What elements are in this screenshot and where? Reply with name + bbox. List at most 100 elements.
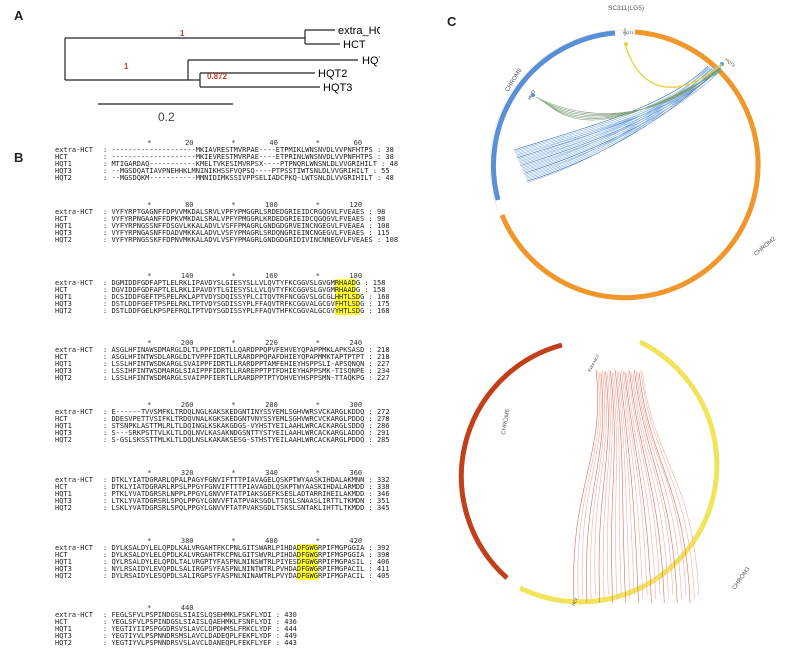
- alignment-row: HQT3: VYFYRPNGASNFFDADVMKKALADVLVSFYPMAG…: [55, 229, 390, 237]
- synteny-link: [522, 65, 711, 170]
- sequence-name: HQT2: [55, 572, 72, 580]
- gene-label: Extra-HCT: [587, 353, 601, 372]
- sequence-residues: DYLRSAIDYLESQPDLSALIRGPSYFASPNLNINAWTRLP…: [111, 572, 297, 580]
- circos-bottom: CHROM6 CHROM3 Extra-HCT HCT: [458, 339, 752, 607]
- sequence-name: HQT3: [55, 632, 72, 640]
- synteny-link: [624, 43, 723, 88]
- sequence-residues: DYLKSALDYLELQPDLKALVRGAHTFKCPNLGITSWARLP…: [111, 544, 297, 552]
- alignment-row: HCT: --------------------MKIEVRESTMVRPAE…: [55, 153, 394, 161]
- sequence-residues: YEGTIYVLPSPNNDRSVSLAVCLDANEQPLFEKFLYEF: [111, 639, 272, 647]
- synteny-link: [627, 369, 661, 596]
- residue-count: 338: [376, 483, 390, 491]
- sequence-residues: G: [355, 279, 361, 287]
- residue-count: 272: [376, 408, 390, 416]
- sequence-residues: G: [360, 300, 365, 308]
- chromosome-label: CHROM3: [732, 566, 752, 591]
- sequence-name: HQT2: [55, 436, 72, 444]
- position-ruler: * 80 * 100 * 120: [105, 201, 363, 209]
- sequence-residues: G: [360, 307, 365, 315]
- sequence-residues: DYLKSALDYLELQPDLKALVRGAHTFKCPNLGITSWVRLP…: [111, 551, 297, 559]
- sequence-residues: --MGSDQKM-----------MMNIDIMKSSIVPPSELIAD…: [111, 174, 373, 182]
- alignment-row: extra-HCT: DYLKSALDYLELQPDLKALVRGAHTFKCP…: [55, 544, 390, 552]
- bootstrap-value: 0.872: [207, 72, 228, 81]
- sequence-name: extra-HCT: [55, 544, 93, 552]
- synteny-link: [526, 68, 711, 179]
- gene-label: HQT3: [724, 57, 736, 68]
- residue-count: 158: [372, 286, 386, 294]
- conserved-motif: YHTLSD: [334, 307, 361, 315]
- sequence-residues: S-GSLSKSSTTMLKLTLDQLNSLKAKAKSESG-STHSTYE…: [111, 436, 365, 444]
- sequence-residues: --MGSDQATIAVPNEHHKLMNINIKHSSFVQPSQ----PT…: [111, 167, 369, 175]
- synteny-link: [581, 371, 602, 596]
- bootstrap-value: 1: [180, 29, 185, 38]
- residue-count: 234: [376, 367, 390, 375]
- gene-label: HCT: [571, 596, 580, 606]
- synteny-link: [524, 71, 720, 175]
- sequence-residues: LSKLYVATDGRSRLSPQLPPGYLGNVVFTATPVAKSGDLT…: [111, 504, 365, 512]
- conserved-motif: HHTLSD: [334, 293, 361, 301]
- phylogenetic-tree: extra_HCT HCT HQT1 HQT2 HQT3 1 1 0.872 0…: [64, 25, 380, 124]
- alignment-row: HQT3: NYLRSAIDYLEVQPDLSALIRGPSYFASPNLNIN…: [55, 565, 390, 573]
- synteny-link: [614, 369, 626, 604]
- sequence-name: HQT3: [55, 229, 72, 237]
- sequence-name: extra-HCT: [55, 208, 93, 216]
- alignment-row: extra-HCT: DTKLYIATDGRARLQPALPAGYFGNVIFT…: [55, 476, 390, 484]
- residue-count: 411: [376, 565, 390, 573]
- sequence-residues: ASGLHFINTWSDLARGLDLTVPPFIDRTLLRARDPPQPAF…: [111, 353, 365, 361]
- synteny-link: [610, 370, 615, 604]
- synteny-link: [621, 369, 644, 600]
- synteny-link: [573, 369, 599, 604]
- residue-count: 430: [284, 611, 297, 619]
- sequence-residues: YEGTIYIIPSPGGDRSVSLAVCLDPDHMSLFRKCLYDF: [111, 625, 272, 633]
- position-ruler: * 320 * 340 * 360: [105, 469, 363, 477]
- alignment-row: extra-HCT: DGMIDDFGDFAPTLELRKLIPAVDYSLGI…: [55, 279, 386, 287]
- synteny-link: [541, 67, 721, 116]
- residue-count: 48: [389, 160, 399, 168]
- sequence-residues: DSTLDDFGEFTPSPELRKLTPTVDYSGDISSYPLFFAQVT…: [111, 300, 335, 308]
- position-ruler: * 20 * 40 * 60: [105, 139, 363, 147]
- residue-count: 285: [376, 436, 390, 444]
- circos-top: SC311(LG5) CHROM8 CHROM2 HQT1 HQT2 HQT3: [489, 5, 778, 301]
- alignment-row: extra-HCT: E------TVVSMFKLTRDQLNGLKAKSKE…: [55, 408, 390, 416]
- alignment-row: HCT: DDESVPETTVSIFKLTRDQVNALKGKSKEDGNTVN…: [55, 415, 390, 423]
- synteny-link: [577, 370, 600, 600]
- sequence-name: HQT2: [55, 174, 72, 182]
- sequence-residues: RPIFMGPGGIA: [317, 544, 365, 552]
- sequence-residues: LTKLYVATDGRSRLSPQLPPGYLGNVVFTATPVAKSGDLT…: [111, 497, 365, 505]
- sequence-residues: DCSIDDFGEFTPSPELRKLAPTVDYSDQISSYPLCITQVT…: [111, 293, 335, 301]
- sequence-residues: FEGLSFVLPSPINDGSLSIAISLQSEHMKLFSKFLYDI: [111, 611, 272, 619]
- synteny-link: [640, 369, 695, 600]
- sequence-name: extra-HCT: [55, 346, 93, 354]
- synteny-link: [602, 372, 611, 600]
- synteny-link: [638, 372, 691, 604]
- sequence-residues: NYLRSAIDYLEVQPDLSALIRGPSYFASPNLNINTWTRLP…: [111, 565, 297, 573]
- sequence-residues: DDESVPETTVSIFKLTRDQVNALKGKSKEDGNTVNYSSYE…: [111, 415, 365, 423]
- sequence-residues: G: [355, 286, 361, 294]
- synteny-link: [513, 65, 709, 151]
- panel-label-b: B: [14, 150, 24, 165]
- residue-count: 443: [284, 639, 297, 647]
- position-ruler: * 260 * 280 * 300: [105, 401, 363, 409]
- sequence-residues: VYFYRPNGSSNFFDSGVLKKALADVLVSFFPMAGRLGNDG…: [111, 222, 365, 230]
- sequence-name: extra-HCT: [55, 146, 93, 154]
- residue-count: 38: [385, 146, 394, 154]
- synteny-link: [618, 371, 635, 596]
- residue-count: 291: [376, 429, 390, 437]
- alignment-row: HQT1: VYFYRPNGSSNFFDSGVLKKALADVLVSFFPMAG…: [55, 222, 390, 230]
- residue-count: 346: [376, 490, 390, 498]
- residue-count: 227: [376, 374, 390, 382]
- position-ruler: * 440: [105, 604, 194, 612]
- sequence-name: HQT2: [55, 236, 72, 244]
- sequence-residues: RPIFMGPACIL: [317, 572, 365, 580]
- panel-label-a: A: [14, 8, 24, 23]
- synteny-link: [598, 371, 609, 604]
- conserved-motif: DFGWG: [296, 565, 318, 573]
- synteny-circos-plots: SC311(LG5) CHROM8 CHROM2 HQT1 HQT2 HQT3 …: [458, 5, 778, 607]
- alignment-row: HQT2: VYFYRPNGSSKFFDPNVMKKALADVLVSFYPMAG…: [55, 236, 399, 244]
- synteny-link: [527, 71, 715, 182]
- residue-count: 398: [376, 551, 390, 559]
- scale-label: 0.2: [158, 110, 175, 124]
